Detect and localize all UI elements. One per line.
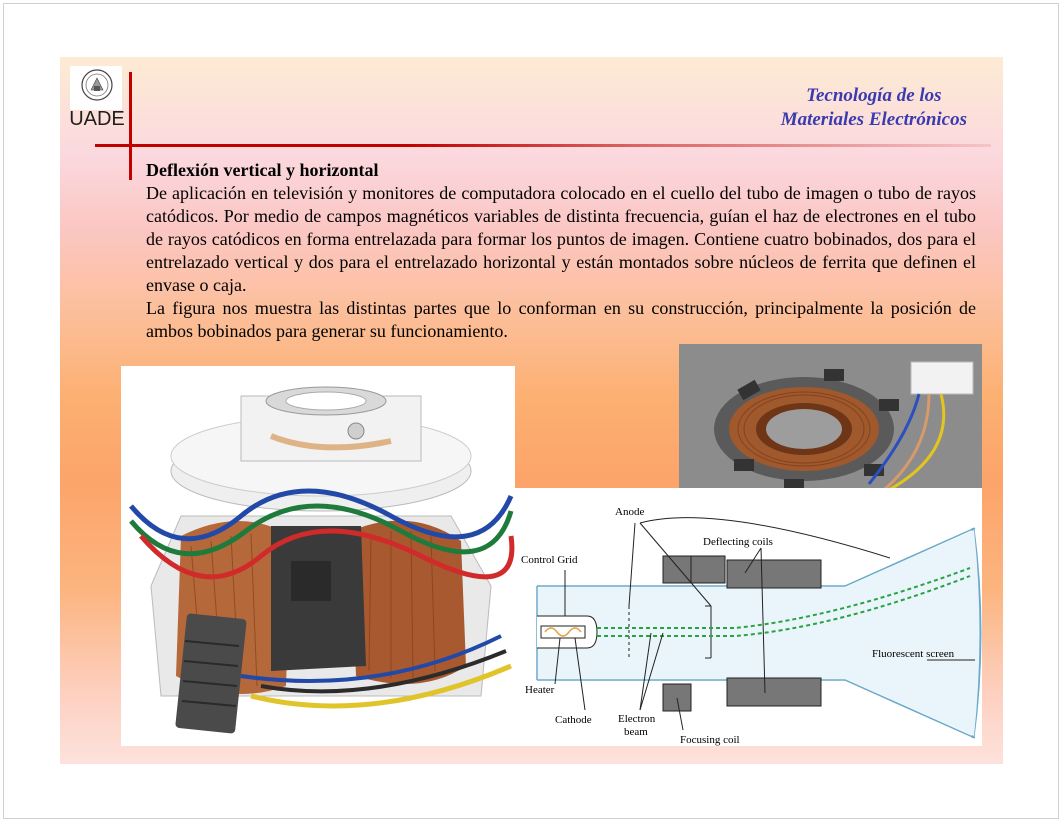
paragraph-2: La figura nos muestra las distintas part… — [146, 298, 976, 341]
label-electron-beam-line1: Electron — [618, 713, 656, 725]
label-anode: Anode — [615, 506, 645, 518]
course-title-line1: Tecnología de los — [806, 85, 942, 106]
body-text: De aplicación en televisión y monitores … — [146, 182, 976, 343]
course-title-line2: Materiales Electrónicos — [780, 109, 967, 130]
label-focusing-coil: Focusing coil — [680, 734, 740, 746]
paragraph-1: De aplicación en televisión y monitores … — [146, 183, 976, 295]
accent-horizontal-line — [95, 144, 991, 147]
crt-diagram: Anode Deflecting coils Control Grid Fluo… — [515, 488, 982, 746]
course-title: Tecnología de los Materiales Electrónico… — [781, 84, 967, 132]
label-electron-beam-line2: beam — [624, 726, 648, 738]
accent-vertical-line — [129, 72, 132, 180]
label-heater: Heater — [525, 684, 555, 696]
label-cathode: Cathode — [555, 714, 592, 726]
yoke-top-view-photo — [679, 344, 982, 514]
university-seal-icon — [81, 69, 113, 101]
label-control-grid: Control Grid — [521, 554, 578, 566]
crt-diagram-drawing — [536, 517, 982, 739]
label-fluorescent-screen: Fluorescent screen — [872, 648, 955, 660]
logo-text: UADE — [69, 108, 125, 130]
section-heading: Deflexión vertical y horizontal — [146, 160, 379, 180]
deflection-yoke-photo — [121, 366, 515, 746]
label-deflecting-coils: Deflecting coils — [703, 536, 773, 548]
